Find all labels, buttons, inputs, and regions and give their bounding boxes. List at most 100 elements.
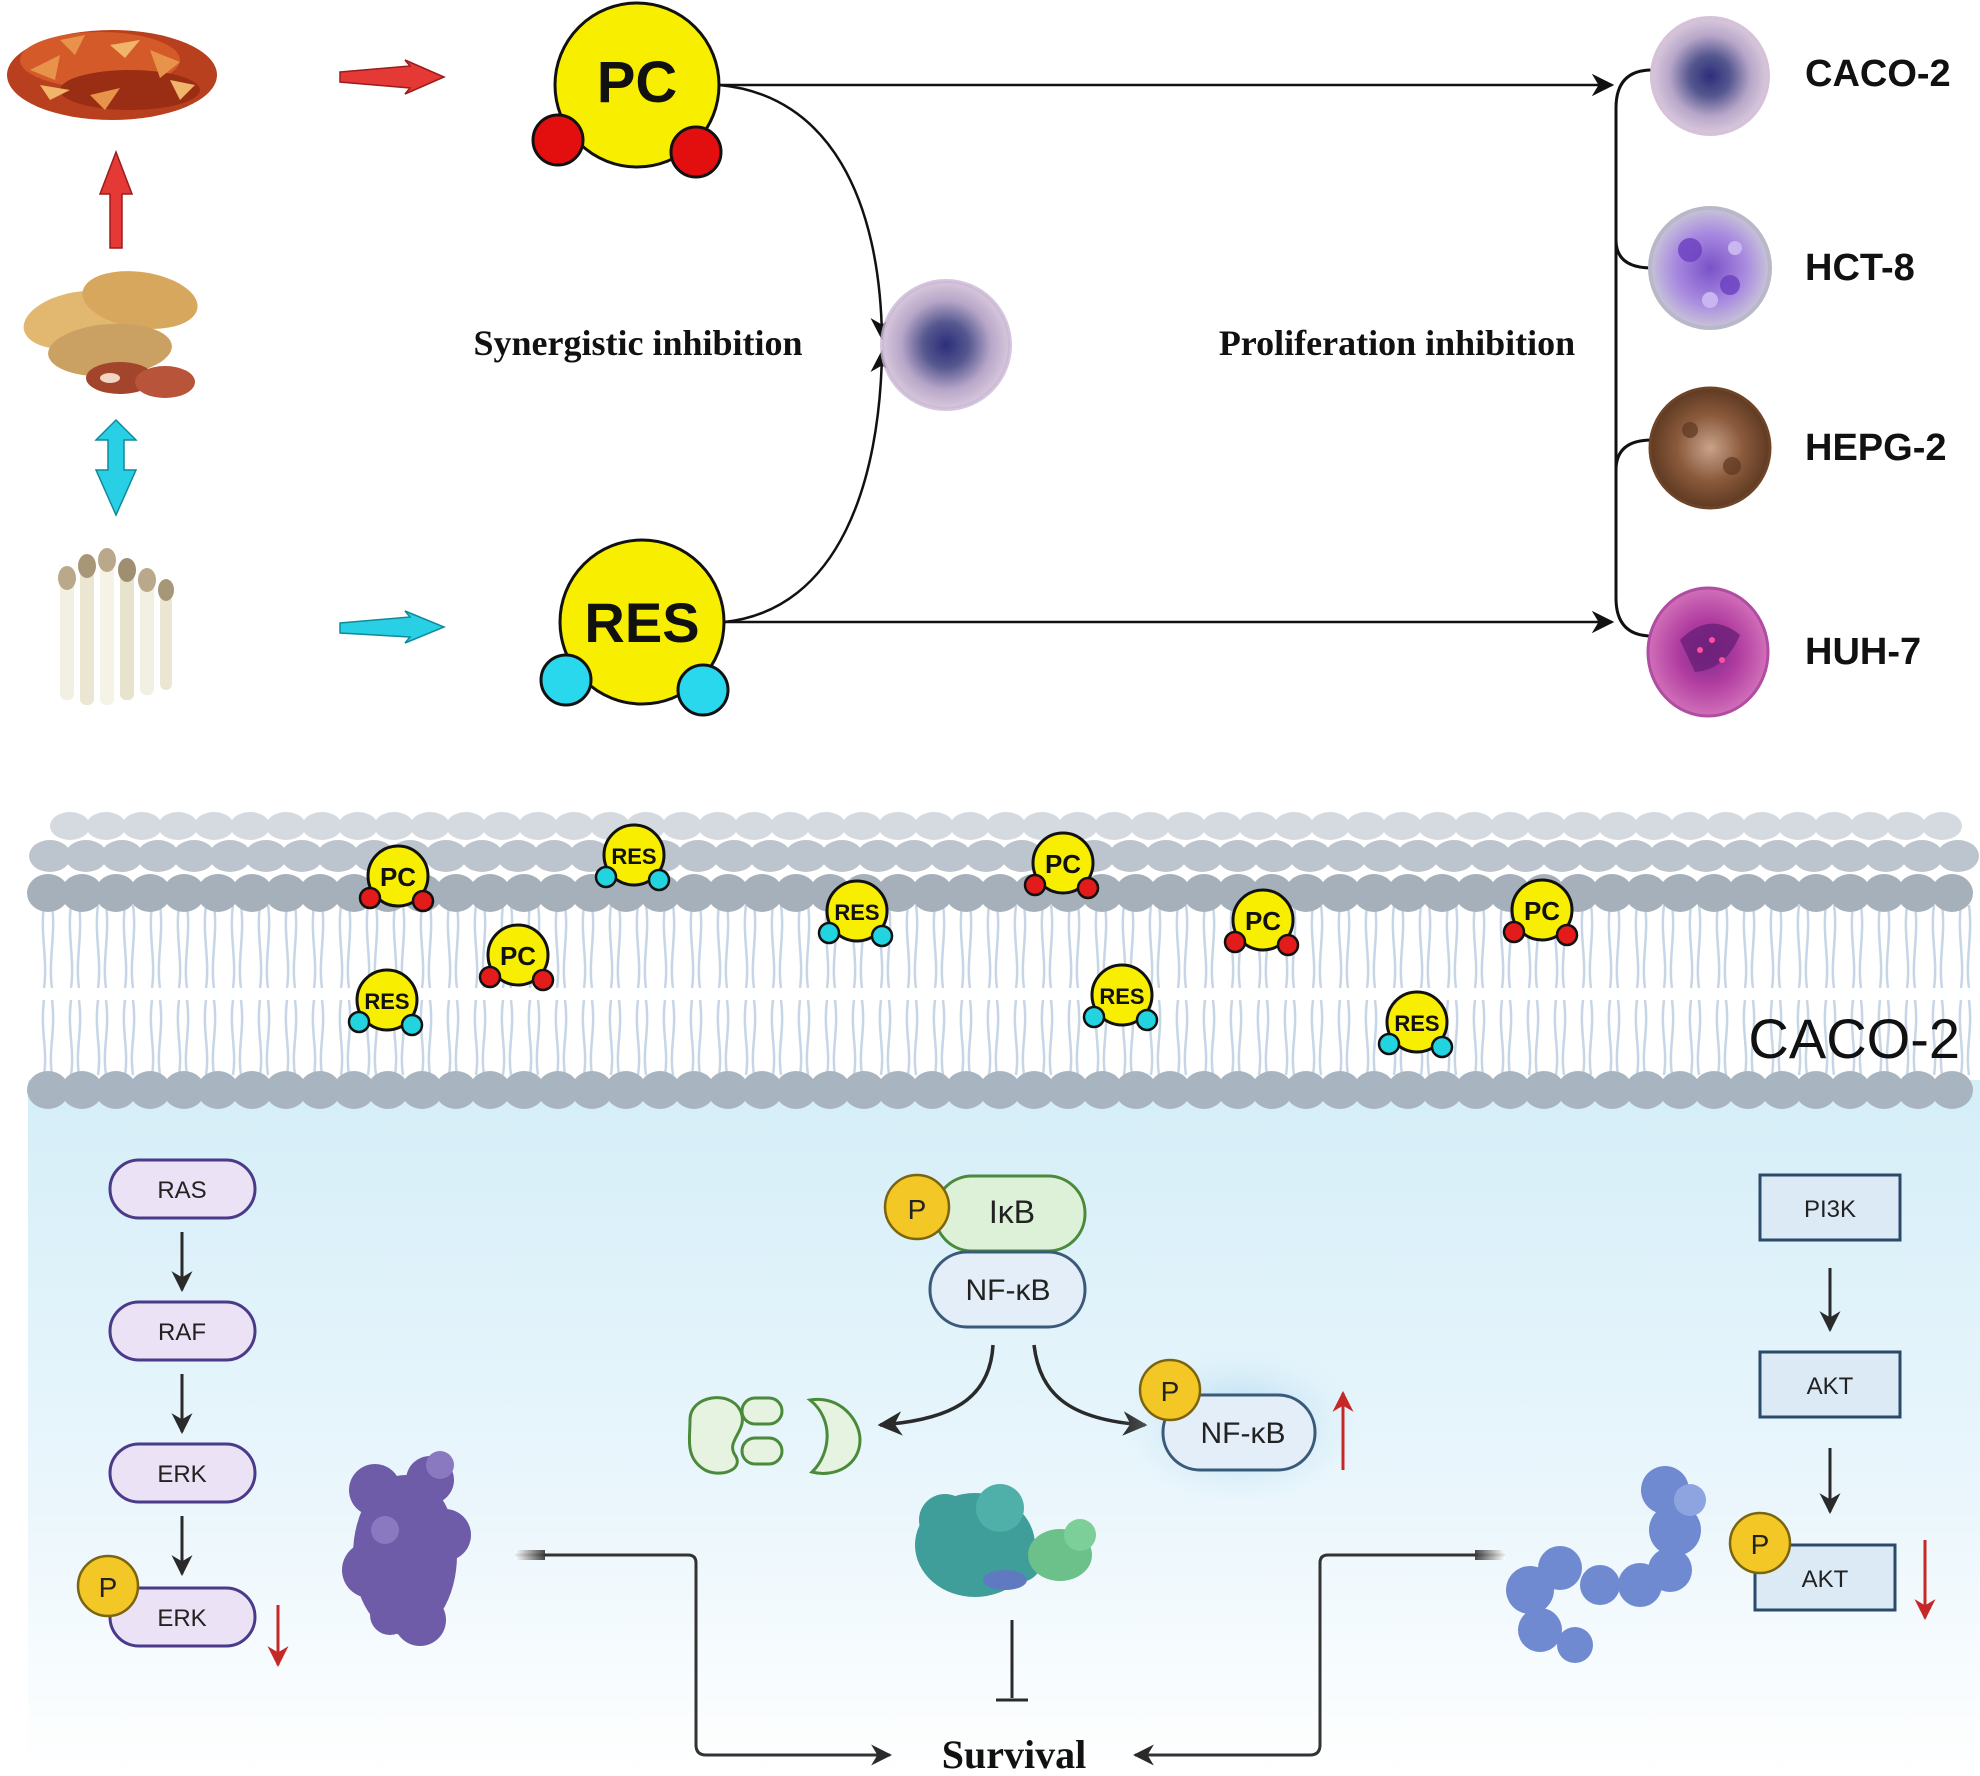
lipid-head xyxy=(1455,874,1497,912)
lipid-tail xyxy=(986,904,992,989)
lipid-tail xyxy=(1264,999,1270,1076)
p-nfkb-node xyxy=(1161,1393,1317,1472)
lipid-head xyxy=(911,874,953,912)
lipid-head xyxy=(231,874,273,912)
nfkb-node xyxy=(928,1250,1087,1329)
lipid-tail xyxy=(589,904,595,989)
lipid-head xyxy=(1421,874,1463,912)
lipid-head xyxy=(194,812,234,840)
lipid-head xyxy=(1865,840,1907,872)
chili-link-arrow xyxy=(98,149,134,249)
lipid-tail xyxy=(859,999,865,1076)
lipid-tail xyxy=(454,904,460,989)
phospho-akt-badge xyxy=(1728,1511,1792,1575)
lipid-tail xyxy=(481,999,487,1076)
lipid-tail xyxy=(68,999,74,1076)
raf-label: RAF xyxy=(158,1319,206,1346)
lipid-tail xyxy=(284,999,290,1076)
lipid-tail xyxy=(1634,904,1640,989)
lipid-tail xyxy=(562,904,568,989)
lipid-head xyxy=(1727,874,1769,912)
lipid-tail xyxy=(157,904,163,989)
lipid-head xyxy=(1285,1071,1327,1109)
lipid-head xyxy=(482,812,522,840)
lipid-head xyxy=(843,1071,885,1109)
lipid-head xyxy=(435,1071,477,1109)
lipid-tail xyxy=(635,999,641,1076)
lipid-head xyxy=(1433,840,1475,872)
lipid-tail xyxy=(689,999,695,1076)
erk-protein-icon xyxy=(342,1451,471,1646)
lipid-head xyxy=(1778,812,1818,840)
membrane-res-label: RES xyxy=(364,989,409,1014)
lipid-head xyxy=(163,1071,205,1109)
lipid-tail xyxy=(203,904,209,989)
lipid-tail xyxy=(76,904,82,989)
lipid-head xyxy=(569,840,611,872)
lipid-tail xyxy=(1156,999,1162,1076)
lipid-tail xyxy=(419,999,425,1076)
lipid-tail xyxy=(1310,904,1316,989)
lipid-head xyxy=(1130,812,1170,840)
membrane-cell-label: CACO-2 xyxy=(1748,1007,1960,1070)
lipid-head xyxy=(265,1071,307,1109)
akt-label: AKT xyxy=(1807,1373,1854,1400)
lipid-tail xyxy=(1048,999,1054,1076)
lipid-head xyxy=(461,840,503,872)
erk-label: ERK xyxy=(157,1461,206,1488)
membrane-pc-label: PC xyxy=(1045,849,1081,879)
lipid-tail xyxy=(265,904,271,989)
lipid-tail xyxy=(1877,904,1883,989)
lipid-tail xyxy=(103,904,109,989)
lipid-tail xyxy=(1310,999,1316,1076)
lipid-tail xyxy=(1075,904,1081,989)
lipid-tail xyxy=(1013,904,1019,989)
lipid-tail xyxy=(130,904,136,989)
lipid-tail xyxy=(338,999,344,1076)
lipid-tail xyxy=(1912,904,1918,989)
survival-label: Survival xyxy=(942,1732,1086,1776)
lipid-tail xyxy=(959,904,965,989)
lipid-tail xyxy=(1850,904,1856,989)
lipid-tail xyxy=(1480,999,1486,1076)
lipid-head xyxy=(1489,1071,1531,1109)
phospho-akt-label: P xyxy=(1751,1529,1770,1560)
lipid-head xyxy=(231,1071,273,1109)
lipid-tail xyxy=(1372,904,1378,989)
lipid-head xyxy=(713,840,755,872)
phospho-ikb-badge xyxy=(883,1173,951,1241)
lipid-tail xyxy=(184,904,190,989)
lipid-head xyxy=(1625,874,1667,912)
lipid-tail xyxy=(257,999,263,1076)
lipid-head xyxy=(1181,840,1223,872)
lipid-head xyxy=(1454,812,1494,840)
lipid-tail xyxy=(1669,904,1675,989)
lipid-head xyxy=(503,874,545,912)
lipid-tail xyxy=(1777,999,1783,1076)
lipid-head xyxy=(1557,1071,1599,1109)
lipid-tail xyxy=(1013,999,1019,1076)
lipid-head xyxy=(741,1071,783,1109)
res-molecule: RES xyxy=(539,538,730,717)
lipid-tail xyxy=(940,999,946,1076)
lipid-head xyxy=(1829,840,1871,872)
proliferation-inhibition-label: Proliferation inhibition xyxy=(1219,323,1575,363)
lipid-head xyxy=(1469,840,1511,872)
lipid-head xyxy=(95,1071,137,1109)
lipid-tail xyxy=(770,999,776,1076)
lipid-head xyxy=(1829,1071,1871,1109)
lipid-tail xyxy=(1345,904,1351,989)
lipid-head xyxy=(857,840,899,872)
lipid-tail xyxy=(49,999,55,1076)
lipid-head xyxy=(266,812,306,840)
lipid-tail xyxy=(203,999,209,1076)
lipid-head xyxy=(878,812,918,840)
lipid-tail xyxy=(1210,999,1216,1076)
akt-protein-icon xyxy=(1506,1466,1706,1663)
lipid-tail xyxy=(1472,904,1478,989)
lipid-head xyxy=(1285,874,1327,912)
lipid-tail xyxy=(95,904,101,989)
lipid-head xyxy=(1418,812,1458,840)
lipid-tail xyxy=(122,999,128,1076)
